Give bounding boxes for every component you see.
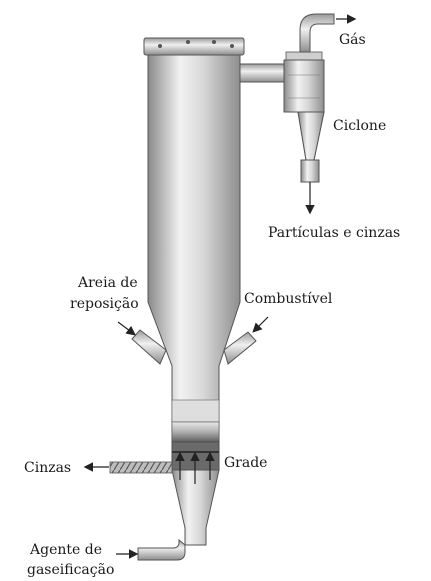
- label-fuel: Combustível: [244, 291, 333, 307]
- label-gas: Gás: [339, 32, 366, 48]
- top-flange: [144, 38, 244, 55]
- cyclone-duct: [240, 64, 290, 82]
- label-cyclone: Ciclone: [333, 118, 386, 134]
- label-grate: Grade: [224, 455, 267, 471]
- label-particles: Partículas e cinzas: [268, 225, 400, 241]
- label-ash: Cinzas: [24, 460, 71, 476]
- label-sand-line1: Areia de: [77, 275, 138, 291]
- gasifying-agent-pipe: [138, 540, 185, 560]
- ash-screw-conveyor: [86, 462, 172, 473]
- label-agent-line1: Agente de: [29, 542, 102, 558]
- cyclone: [284, 52, 324, 212]
- label-sand-line2: reposição: [70, 296, 139, 312]
- label-agent-line2: gaseificação: [27, 562, 114, 578]
